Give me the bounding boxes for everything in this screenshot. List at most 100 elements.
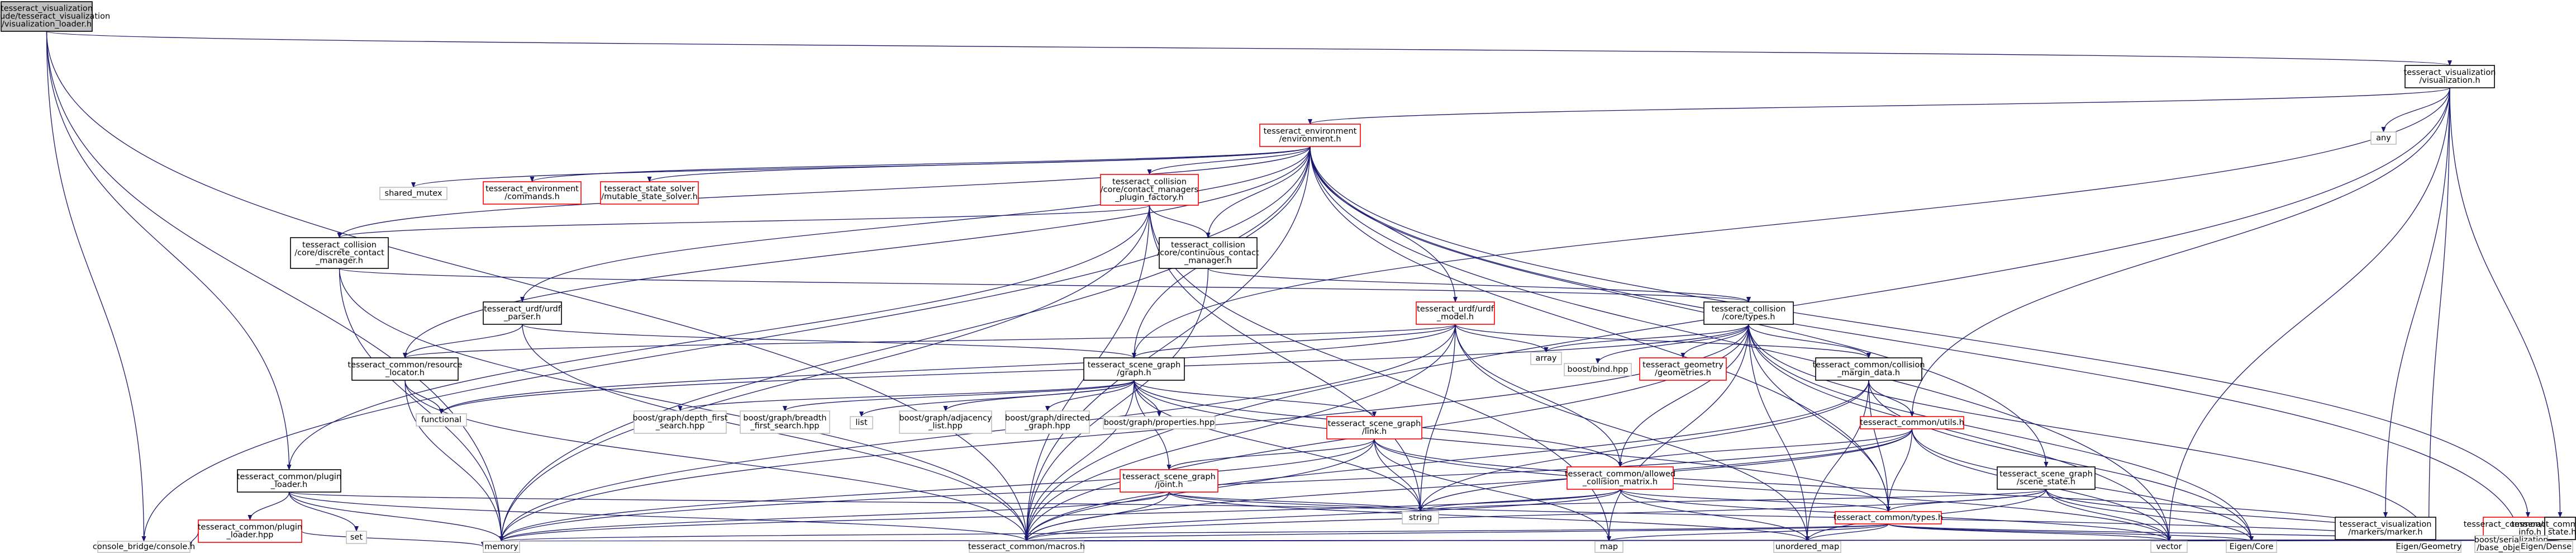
- edge-discrete-contact-manager-to-memory: [339, 268, 504, 542]
- edge-environment-to-common-types: [1310, 146, 1891, 512]
- node-resource-locator[interactable]: tesseract_common/resource_locator.h: [347, 357, 463, 381]
- edge-urdf-model-to-allowed-collision-matrix: [1455, 324, 1622, 467]
- node-unordered-map: unordered_map: [1773, 541, 1841, 553]
- node-scene-state[interactable]: tesseract_scene_graph/scene_state.h: [1997, 466, 2096, 490]
- node-box: [1083, 357, 1185, 381]
- edge-collision-types-to-unordered-map: [1748, 324, 1810, 542]
- node-environment[interactable]: tesseract_environment/environment.h: [1259, 124, 1361, 147]
- edge-collision-types-to-eigen-core: [1748, 324, 2254, 542]
- node-box: [2150, 541, 2188, 553]
- node-box: [198, 519, 302, 543]
- node-label: /scene_state.h: [2017, 478, 2075, 486]
- node-urdf-model[interactable]: tesseract_urdf/urdf_model.h: [1416, 301, 1495, 325]
- node-label: tesseract_urdf/urdf: [1417, 305, 1494, 314]
- edge-urdf-model-to-macros: [1024, 324, 1456, 542]
- node-box: [1860, 416, 1964, 429]
- node-label: /core/types.h: [1722, 313, 1775, 322]
- node-marker[interactable]: tesseract_visualization/markers/marker.h: [2335, 517, 2436, 540]
- node-box: [1005, 410, 1090, 434]
- node-box: [1835, 511, 1942, 524]
- edge-collision-margin-data-to-macros: [1024, 380, 1869, 542]
- edge-visualization-to-joint-state: [2449, 87, 2563, 518]
- node-label: Eigen/Geometry: [2396, 542, 2462, 551]
- edge-scene-graph-to-macros: [1024, 380, 1135, 542]
- node-commands[interactable]: tesseract_environment/commands.h: [483, 181, 582, 205]
- edge-urdf-model-to-collision-margin-data: [1455, 324, 1871, 358]
- node-label: _search.hpp: [655, 422, 705, 431]
- edge-joint-to-memory: [499, 491, 1170, 542]
- node-label: /visualization_loader.h: [2, 20, 92, 29]
- node-label: tesseract_visualization: [2340, 520, 2432, 529]
- edge-visualization-to-marker: [2383, 87, 2450, 518]
- node-label: tesseract_scene_graph: [1088, 361, 1181, 370]
- node-box: [1703, 301, 1794, 325]
- node-label: list: [855, 418, 868, 427]
- node-collision-types[interactable]: tesseract_collision/core/types.h: [1703, 301, 1794, 325]
- node-plugin-loader[interactable]: tesseract_common/plugin_loader.h: [237, 469, 341, 493]
- node-box: [1773, 541, 1841, 553]
- node-continuous-contact-manager[interactable]: tesseract_collision/core/continuous_cont…: [1157, 237, 1259, 269]
- node-label: _graph.hpp: [1024, 422, 1070, 431]
- node-label: tesseract_common/plugin: [198, 523, 302, 532]
- node-eigen-core: Eigen/Core: [2226, 541, 2277, 553]
- edge-environment-to-commands: [530, 146, 1311, 182]
- node-label: /graph.h: [1117, 368, 1151, 377]
- node-joint-state[interactable]: tesseract_common/joint_state.h: [2511, 517, 2576, 540]
- edge-plugin-loader-to-macros: [288, 491, 1029, 542]
- node-plugin-loader-hpp[interactable]: tesseract_common/plugin_loader.hpp: [198, 519, 302, 543]
- node-string: string: [1402, 511, 1439, 524]
- node-scene-graph[interactable]: tesseract_scene_graph/graph.h: [1083, 357, 1185, 381]
- node-label: /link.h: [1362, 427, 1387, 436]
- node-box: [2404, 65, 2495, 88]
- edge-urdf-model-to-array: [1455, 324, 1549, 353]
- node-label: tesseract_visualization: [1, 4, 93, 13]
- edge-environment-to-memory: [499, 146, 1311, 542]
- node-label: tesseract_collision: [1112, 178, 1187, 187]
- node-label: tesseract_common/allowed: [1565, 470, 1675, 479]
- edge-plugin-loader-to-memory: [288, 491, 504, 542]
- edge-urdf-parser-to-resource-locator: [403, 324, 523, 358]
- node-link[interactable]: tesseract_scene_graph/link.h: [1326, 416, 1422, 439]
- node-contact-managers-plugin-factory[interactable]: tesseract_collision/core/contact_manager…: [1100, 174, 1199, 206]
- edge-common-types-to-eigen-core: [1888, 523, 2254, 542]
- edge-resource-locator-to-macros: [404, 380, 1029, 542]
- edge-allowed-collision-matrix-to-memory: [499, 489, 1621, 542]
- edge-collision-margin-data-to-unordered-map: [1805, 380, 1869, 542]
- edge-collision-types-to-eigen-geometry: [1748, 324, 2431, 542]
- edge-environment-to-contact-managers-plugin-factory: [1147, 146, 1311, 175]
- node-label: _first_search.hpp: [750, 422, 819, 431]
- node-allowed-collision-matrix[interactable]: tesseract_common/allowed_collision_matri…: [1565, 466, 1675, 490]
- node-label: Eigen/Core: [2230, 542, 2274, 551]
- node-label: console_bridge/console.h: [93, 542, 195, 551]
- node-console-bridge: console_bridge/console.h: [93, 541, 195, 553]
- node-discrete-contact-manager[interactable]: tesseract_collision/core/discrete_contac…: [290, 237, 389, 269]
- node-label: /core/continuous_contact: [1157, 249, 1259, 258]
- node-array: array: [1530, 352, 1562, 365]
- node-memory: memory: [483, 541, 520, 553]
- edge-collision-margin-data-to-utils: [1868, 380, 1915, 417]
- node-label: boost/graph/depth_first: [632, 414, 728, 423]
- node-mutable-state-solver[interactable]: tesseract_state_solver/mutable_state_sol…: [600, 181, 699, 205]
- node-visualization[interactable]: tesseract_visualization/visualization.h: [2404, 65, 2496, 88]
- node-depth-first-search: boost/graph/depth_first_search.hpp: [632, 410, 728, 434]
- node-geometries[interactable]: tesseract_geometry/geometries.h: [1639, 357, 1727, 381]
- edge-common-types-to-macros: [1025, 523, 1889, 542]
- edge-discrete-contact-manager-to-macros: [339, 268, 1029, 542]
- node-collision-margin-data[interactable]: tesseract_common/collision_margin_data.h: [1812, 357, 1925, 381]
- node-visualization-loader[interactable]: tesseract_visualization/include/tesserac…: [0, 1, 110, 32]
- node-box: [1815, 357, 1922, 381]
- node-breadth-first-search: boost/graph/breadth_first_search.hpp: [740, 410, 830, 434]
- node-box: [600, 181, 699, 205]
- node-joint[interactable]: tesseract_scene_graph/joint.h: [1120, 469, 1218, 493]
- edge-visualization-to-scene-graph: [1132, 87, 2450, 358]
- node-label: functional: [421, 415, 461, 424]
- node-label: tesseract_geometry: [1642, 361, 1723, 370]
- edge-scene-graph-to-depth-first-search: [678, 380, 1135, 412]
- node-common-types[interactable]: tesseract_common/types.h: [1834, 511, 1943, 524]
- node-label: tesseract_state_solver: [604, 185, 694, 193]
- node-label: _info.h: [2514, 528, 2541, 537]
- node-box: [1103, 416, 1216, 429]
- node-utils[interactable]: tesseract_common/utils.h: [1860, 416, 1964, 429]
- node-urdf-parser[interactable]: tesseract_urdf/urdf_parser.h: [483, 301, 562, 325]
- edge-contact-managers-plugin-factory-to-plugin-loader: [287, 205, 1150, 470]
